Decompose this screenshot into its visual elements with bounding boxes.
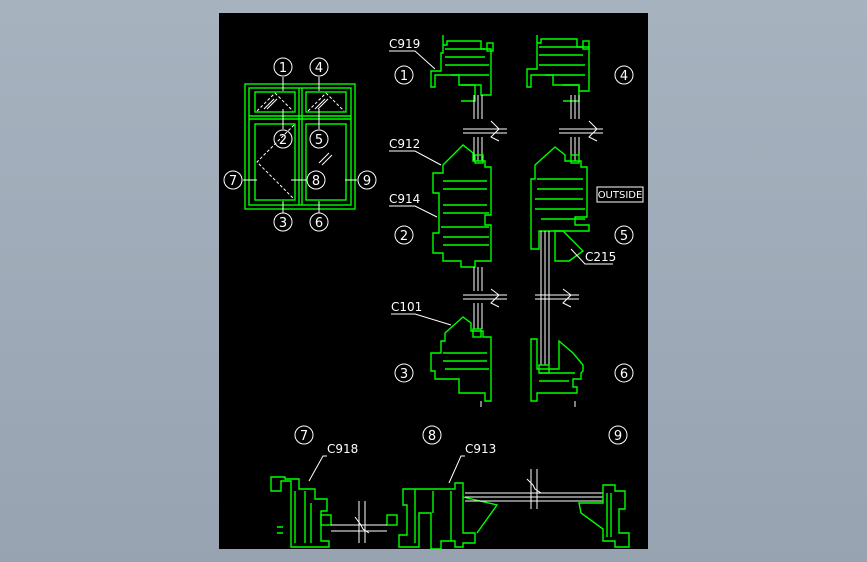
section-marker-3: 3	[394, 363, 414, 383]
elevation-marker-3: 3	[273, 201, 293, 232]
label-c912: C912	[389, 137, 442, 166]
label-c919: C919	[389, 37, 436, 70]
section-marker-5: 5	[614, 225, 634, 245]
cad-drawing-canvas: 1 4 2 5 7 8 9	[219, 13, 648, 549]
svg-text:5: 5	[620, 229, 628, 244]
elevation-marker-9: 9	[345, 170, 377, 190]
elevation-marker-4: 4	[309, 57, 329, 91]
elevation-marker-1: 1	[273, 57, 293, 91]
svg-text:C913: C913	[465, 442, 496, 456]
section-marker-9: 9	[608, 425, 628, 445]
svg-text:1: 1	[400, 69, 408, 84]
svg-text:9: 9	[363, 174, 371, 189]
label-c918: C918	[308, 442, 358, 482]
svg-text:4: 4	[315, 61, 323, 76]
svg-text:3: 3	[400, 367, 408, 382]
elevation-marker-5: 5	[309, 109, 329, 149]
svg-text:2: 2	[400, 229, 408, 244]
svg-text:3: 3	[279, 216, 287, 231]
svg-text:8: 8	[312, 174, 320, 189]
svg-text:C919: C919	[389, 37, 420, 51]
section-marker-6: 6	[614, 363, 634, 383]
svg-text:C215: C215	[585, 250, 616, 264]
svg-text:7: 7	[300, 429, 308, 444]
section-marker-7: 7	[294, 425, 314, 445]
svg-text:C912: C912	[389, 137, 420, 151]
vertical-section-right: OUTSIDE	[526, 35, 644, 407]
window-elevation: 1 4 2 5 7 8 9	[223, 57, 377, 232]
elevation-marker-7: 7	[223, 170, 257, 190]
svg-text:1: 1	[279, 61, 287, 76]
svg-text:5: 5	[315, 133, 323, 148]
svg-text:9: 9	[614, 429, 622, 444]
svg-text:7: 7	[229, 174, 237, 189]
vertical-section-left	[430, 35, 507, 407]
elevation-marker-8: 8	[291, 170, 326, 190]
svg-text:2: 2	[279, 133, 287, 148]
svg-text:C918: C918	[327, 442, 358, 456]
svg-text:6: 6	[315, 216, 323, 231]
svg-text:8: 8	[428, 429, 436, 444]
svg-text:C914: C914	[389, 192, 420, 206]
svg-text:6: 6	[620, 367, 628, 382]
window-detail-drawing: 1 4 2 5 7 8 9	[223, 35, 644, 549]
svg-text:4: 4	[620, 69, 628, 84]
label-c913: C913	[448, 442, 496, 484]
section-marker-2: 2	[394, 225, 414, 245]
label-c215: C215	[570, 248, 616, 265]
section-marker-4: 4	[614, 65, 634, 85]
section-marker-1: 1	[394, 65, 414, 85]
label-c101: C101	[391, 300, 452, 326]
elevation-marker-2: 2	[273, 109, 293, 149]
label-c914: C914	[389, 192, 438, 218]
outside-label: OUTSIDE	[596, 186, 644, 203]
section-marker-8: 8	[422, 425, 442, 445]
horizontal-section	[270, 469, 630, 549]
svg-text:C101: C101	[391, 300, 422, 314]
elevation-marker-6: 6	[309, 201, 329, 232]
svg-text:OUTSIDE: OUTSIDE	[598, 190, 643, 201]
